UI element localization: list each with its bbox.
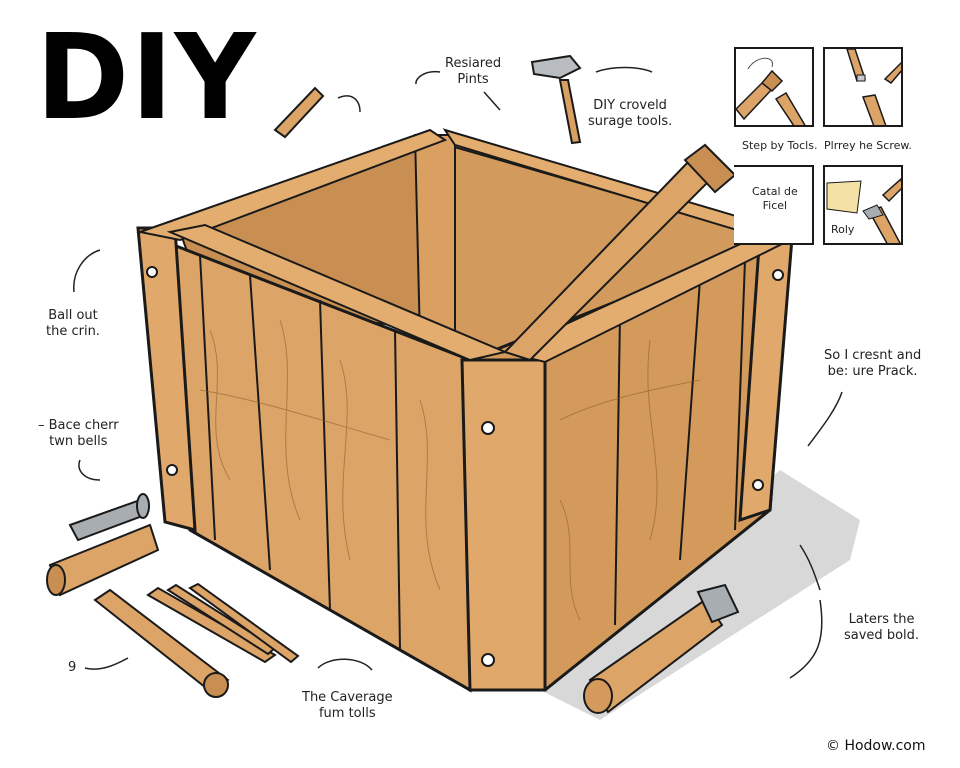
wood-stick-2 xyxy=(146,586,277,664)
annotation-mark: 9 xyxy=(68,660,77,675)
screw-insert-icon xyxy=(846,49,901,125)
panel-label-step-by-tools: Step by Tocls. xyxy=(742,139,818,152)
panel-label-roly: Roly xyxy=(831,223,855,236)
wood-stick-3 xyxy=(166,583,277,656)
right-bolt-head xyxy=(696,583,740,624)
annotation-resiared-pints: Resiared Pints xyxy=(445,56,502,87)
wood-dowel xyxy=(48,523,160,597)
step-panel-4: Roly xyxy=(823,165,903,245)
step-panel-3: Catal de Ficel xyxy=(734,165,814,245)
wood-stick-1-end xyxy=(203,672,229,698)
annotation-bace-cherr: – Bace cherr twn bells xyxy=(38,418,119,449)
arrow-icon xyxy=(807,391,843,447)
hammer-head xyxy=(530,54,582,80)
arrow-icon xyxy=(483,91,501,111)
annotation-ball-out: Ball out the crin. xyxy=(46,308,100,339)
arrow-icon xyxy=(78,459,101,481)
screw-icon xyxy=(772,269,784,281)
arrow-icon xyxy=(317,658,373,671)
wood-stick-4 xyxy=(188,582,300,664)
small-plank xyxy=(273,86,325,139)
screw-icon xyxy=(166,464,178,476)
mallet-strike-icon xyxy=(736,57,806,125)
arrow-icon xyxy=(789,599,823,679)
crate-back-post xyxy=(413,134,456,347)
dowel-end xyxy=(46,564,66,596)
crate-front-post xyxy=(460,358,547,692)
bolt-head xyxy=(136,493,150,519)
paper-hammer-icon xyxy=(826,177,901,243)
annotation-so-i-cresnt: So I cresnt and be: ure Prack. xyxy=(824,348,922,379)
annotation-caverage: The Caverage fum tolls xyxy=(302,690,393,721)
screw-icon xyxy=(146,266,158,278)
annotation-diy-tools: DIY croveld surage tools. xyxy=(588,98,673,129)
crate-top-rim-left xyxy=(136,128,448,242)
arrow-icon xyxy=(595,66,653,73)
screw-icon xyxy=(481,653,495,667)
hammer-handle xyxy=(558,79,582,145)
arrow-icon xyxy=(73,249,101,293)
site-credit: © Hodow.com xyxy=(826,738,926,754)
arrow-icon xyxy=(337,95,361,113)
page-title: DIY xyxy=(36,8,258,146)
step-panel-2 xyxy=(823,47,903,127)
screw-icon xyxy=(481,421,495,435)
panel-label-screw: Plrrey he Screw. xyxy=(824,139,912,152)
annotation-laters-the: Laters the saved bold. xyxy=(844,612,920,643)
screw-icon xyxy=(752,479,764,491)
arrow-icon xyxy=(799,544,821,591)
arrow-icon xyxy=(415,70,441,85)
step-panel-1 xyxy=(734,47,814,127)
arrow-icon xyxy=(84,657,129,670)
right-dowel-end xyxy=(583,678,613,714)
